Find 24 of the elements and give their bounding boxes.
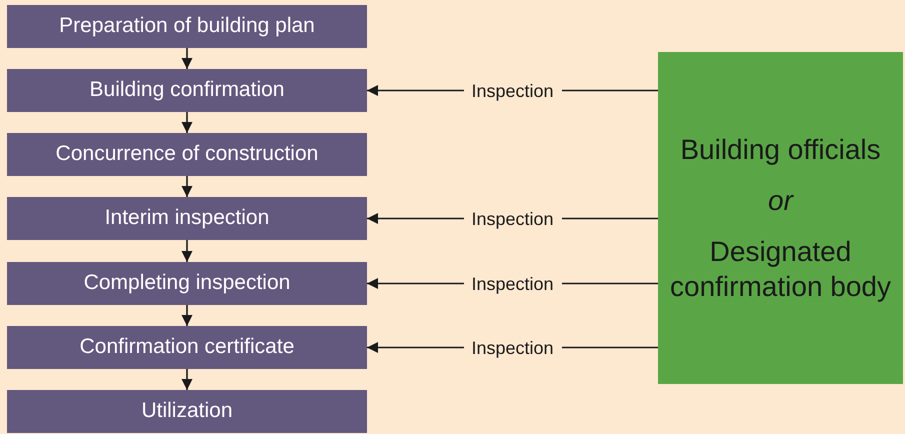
process-box	[7, 69, 367, 112]
arrow	[181, 48, 193, 69]
arrow	[181, 305, 193, 326]
process-label: Confirmation certificate	[80, 334, 294, 360]
process-box	[7, 390, 367, 433]
process-box	[7, 133, 367, 176]
process-label: Utilization	[141, 398, 233, 424]
authority-box	[658, 52, 903, 384]
arrow	[181, 369, 193, 390]
process-box	[7, 262, 367, 305]
arrow	[181, 240, 193, 262]
process-label: Concurrence of construction	[56, 141, 318, 168]
authority-text: Designated confirmation body	[670, 235, 891, 304]
process-box	[7, 5, 367, 48]
arrow	[181, 112, 193, 133]
process-label: Completing inspection	[84, 270, 290, 296]
arrow	[181, 176, 193, 197]
authority-text: or	[768, 184, 793, 218]
process-label: Interim inspection	[104, 205, 270, 232]
process-label: Preparation of building plan	[59, 13, 315, 40]
process-box	[7, 197, 367, 240]
process-label: Building confirmation	[90, 77, 284, 104]
process-box	[7, 326, 367, 369]
authority-text: Building officials	[680, 133, 881, 167]
